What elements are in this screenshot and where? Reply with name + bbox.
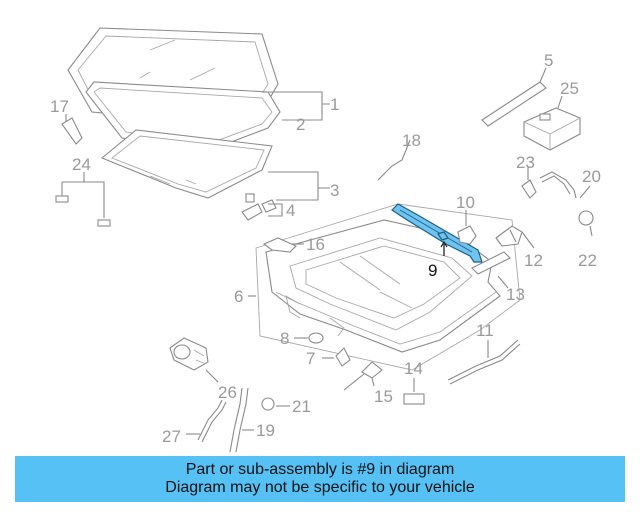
part-8-grommet [308, 332, 324, 344]
part-12-bracket [495, 225, 523, 247]
callout-12: 12 [524, 251, 543, 270]
part-15-cable-end [343, 361, 383, 391]
callout-2: 2 [296, 115, 305, 134]
part-7-plug [335, 347, 351, 367]
part-22-grommet [578, 210, 594, 226]
callout-7: 7 [306, 349, 315, 368]
clip-parts [241, 193, 277, 221]
callout-10: 10 [456, 193, 475, 212]
callout-24: 24 [72, 155, 91, 174]
part-18-hose [377, 149, 407, 181]
callout-3: 3 [330, 181, 339, 200]
callout-13: 13 [506, 285, 525, 304]
callout-14: 14 [404, 359, 423, 378]
part-5-rail [481, 81, 547, 127]
part-24-clip-a [55, 195, 69, 203]
callout-16: 16 [306, 235, 325, 254]
callout-25: 25 [560, 79, 579, 98]
part-9-pointer [440, 240, 448, 256]
callout-6: 6 [234, 287, 243, 306]
part-16-deflector [262, 237, 297, 253]
part-25-module [523, 107, 581, 151]
callout-15: 15 [374, 387, 393, 406]
callout-8: 8 [280, 329, 289, 348]
callout-26: 26 [218, 383, 237, 402]
parts-diagram: 1 2 3 4 5 6 7 8 9 10 11 12 13 14 15 16 1… [50, 27, 601, 453]
part-11-cable [447, 339, 519, 381]
part-21-grommet [261, 397, 275, 411]
callout-19: 19 [256, 421, 275, 440]
callout-1: 1 [330, 95, 339, 114]
callout-27: 27 [162, 427, 181, 446]
part-14-block [403, 393, 425, 405]
part-20-drain-hose [539, 171, 577, 199]
callout-21: 21 [292, 397, 311, 416]
part-23-clip [521, 179, 537, 199]
callout-4: 4 [286, 201, 295, 220]
part-13-guide [471, 251, 511, 275]
part-27-hose [197, 399, 223, 441]
callout-20: 20 [582, 167, 601, 186]
callout-22: 22 [578, 251, 597, 270]
callout-23: 23 [516, 153, 535, 172]
callout-9: 9 [428, 261, 437, 280]
part-10-motor [457, 225, 477, 245]
sunshade-panel [100, 129, 273, 199]
part-17-clip [61, 117, 83, 145]
footer-line-part-number: Part or sub-assembly is #9 in diagram [185, 461, 455, 478]
part-6-frame-outline [255, 203, 521, 371]
part-26-motor [169, 337, 209, 371]
callout-18: 18 [402, 131, 421, 150]
footer-line-disclaimer: Diagram may not be specific to your vehi… [165, 479, 475, 496]
callout-5: 5 [544, 51, 553, 70]
part-19-hose [229, 387, 243, 453]
part-9-highlighted-rail [391, 203, 483, 263]
part-24-clip-b [97, 219, 111, 227]
footer-banner: Part or sub-assembly is #9 in diagram Di… [15, 456, 625, 502]
callout-11: 11 [476, 321, 494, 340]
callout-17: 17 [50, 97, 69, 116]
